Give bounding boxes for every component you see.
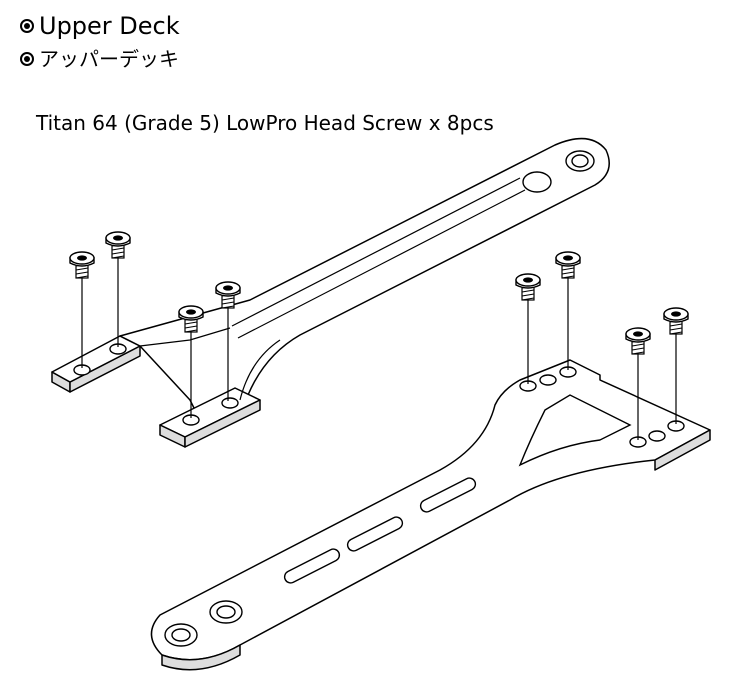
- screw-4: [215, 281, 241, 309]
- screw-caption: Titan 64 (Grade 5) LowPro Head Screw x 8…: [36, 111, 494, 135]
- screw-5: [515, 273, 541, 301]
- bullet-icon: [20, 52, 34, 66]
- rear-deck-plate: [51, 137, 610, 448]
- heading-english: Upper Deck: [20, 12, 180, 40]
- screw-6: [555, 251, 581, 279]
- heading-english-text: Upper Deck: [39, 12, 180, 40]
- screw-2: [105, 231, 131, 259]
- screw-guide-lines: [81, 258, 677, 440]
- deck-slots: [283, 477, 477, 584]
- screw-3: [178, 305, 204, 333]
- bullet-icon: [20, 19, 34, 33]
- screw-1: [69, 251, 95, 279]
- front-deck-plate: [150, 359, 711, 671]
- screw-7: [625, 327, 651, 355]
- screw-8: [663, 307, 689, 335]
- heading-japanese: アッパーデッキ: [20, 46, 179, 72]
- heading-japanese-text: アッパーデッキ: [39, 47, 179, 71]
